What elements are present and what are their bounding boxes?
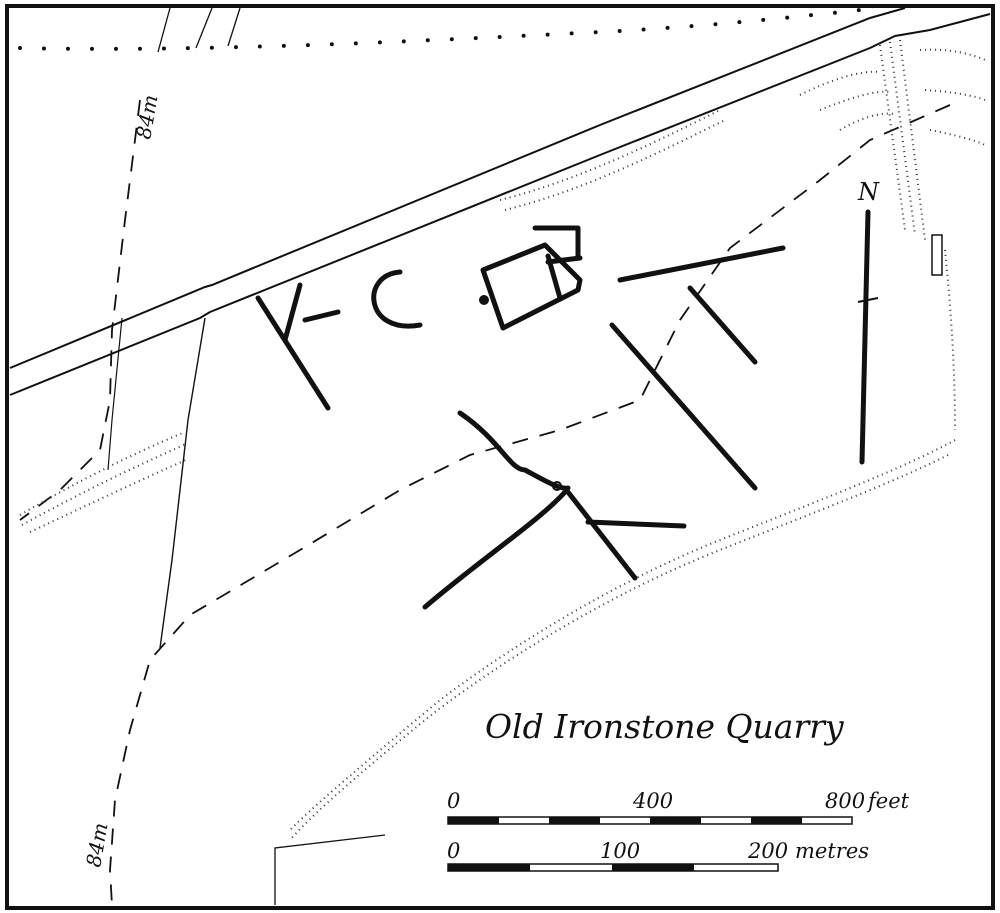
map-title: Old Ironstone Quarry (485, 707, 844, 746)
dotted-boundary-top (18, 6, 882, 51)
map-frame (5, 4, 995, 910)
scale-metres-tick-200: 200 (747, 839, 788, 863)
north-arrow-tick (857, 297, 879, 303)
field-boundary-bottom (274, 834, 386, 905)
field-boundary (159, 317, 206, 649)
contour-dashed (109, 104, 951, 906)
road-edge-upper (9, 7, 906, 369)
small-structure (931, 234, 943, 276)
marker-ring (552, 481, 562, 491)
scale-metres-tick-0: 0 (447, 839, 460, 863)
scale-bar-metres: 0 100 200 metres (447, 839, 869, 872)
track-line (195, 7, 213, 49)
scale-feet-tick-800: 800 (825, 789, 865, 813)
scale-metres-unit: metres (795, 839, 869, 863)
contour-label-top: 84m (131, 93, 162, 141)
contour-label-bottom: 84m (81, 821, 112, 869)
quarry-bank-hachures (19, 39, 986, 841)
field-boundary-left (107, 317, 123, 471)
earthworks (255, 209, 871, 610)
road-edge-lower (9, 13, 991, 396)
north-label: N (857, 178, 880, 206)
marker-dot (479, 295, 489, 305)
track-line (157, 7, 171, 53)
track-line (227, 7, 241, 47)
scale-metres-tick-100: 100 (600, 839, 640, 863)
scale-feet-tick-400: 400 (632, 789, 673, 813)
scale-feet-tick-0: 0 (447, 789, 460, 813)
scale-bar-feet: 0 400 800 feet (447, 789, 910, 825)
contour-84m (19, 99, 141, 521)
scale-feet-unit: feet (866, 789, 910, 813)
